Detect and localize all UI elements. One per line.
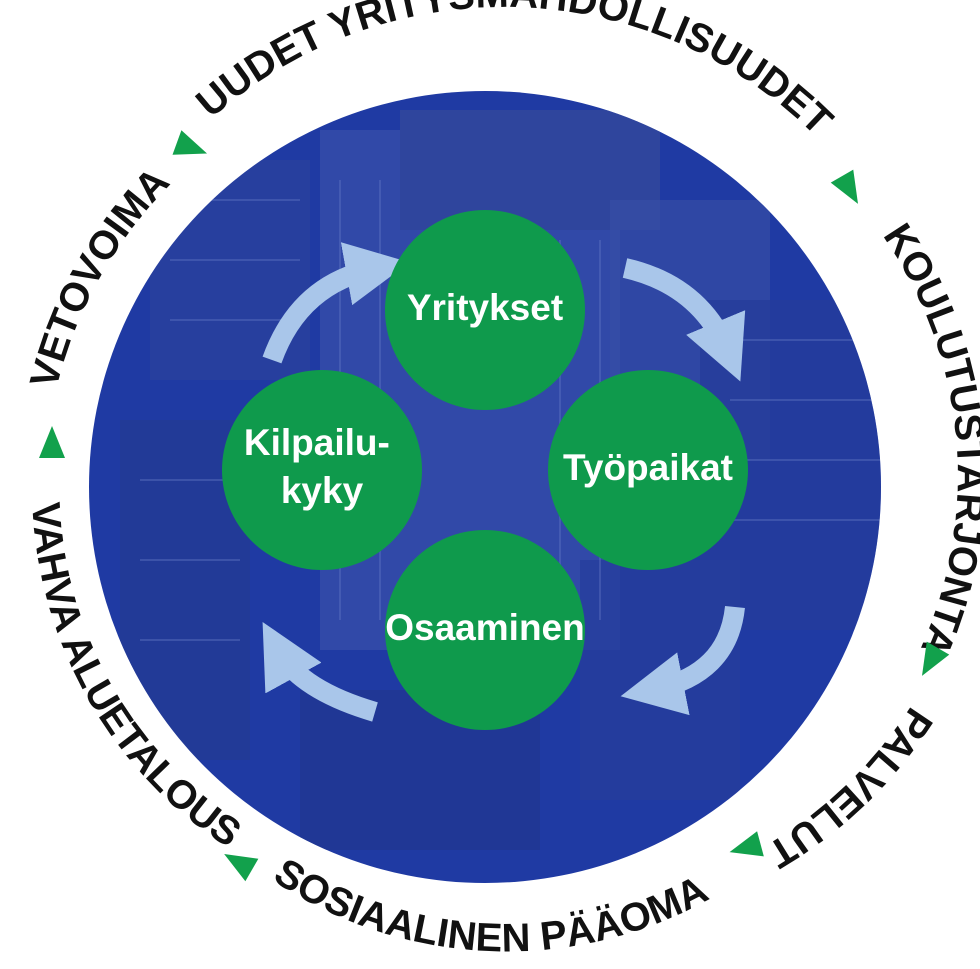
- curved-arrow-icon: [622, 258, 746, 382]
- svg-text:Työpaikat: Työpaikat: [563, 447, 733, 488]
- curved-arrow-icon: [262, 621, 378, 722]
- cycle-nodes: Yritykset Työpaikat Osaaminen Kilpailu-: [222, 210, 748, 730]
- cycle-arrows: [262, 242, 746, 722]
- node-kilpailukyky-label-line2: kyky: [281, 470, 364, 511]
- node-tyopaikat-label: Työpaikat: [563, 447, 733, 488]
- triangle-marker-icon: [922, 641, 950, 676]
- node-kilpailukyky-label-line1: Kilpailu-: [244, 422, 390, 463]
- svg-text:Osaaminen: Osaaminen: [385, 607, 584, 648]
- triangle-marker-icon: [830, 169, 858, 204]
- triangle-marker-icon: [224, 854, 259, 882]
- curved-arrow-icon: [620, 605, 745, 716]
- background-disc: [89, 91, 881, 883]
- svg-text:Yritykset: Yritykset: [407, 287, 563, 328]
- svg-text:Kilpailu- kyky: Kilpailu- kyky: [244, 422, 400, 511]
- node-osaaminen: Osaaminen: [385, 530, 585, 730]
- triangle-marker-icon: [39, 426, 65, 458]
- node-tyopaikat: Työpaikat: [548, 370, 748, 570]
- ring-markers: [39, 130, 950, 882]
- triangle-marker-icon: [729, 831, 764, 857]
- ring-label-koulutus: KOULUTUSTARJONTA: [875, 216, 980, 662]
- curved-arrow-icon: [262, 242, 410, 364]
- node-yritykset: Yritykset: [385, 210, 585, 410]
- node-yritykset-label: Yritykset: [407, 287, 563, 328]
- node-osaaminen-label: Osaaminen: [385, 607, 584, 648]
- triangle-marker-icon: [172, 130, 208, 155]
- node-kilpailukyky: Kilpailu- kyky: [222, 370, 422, 570]
